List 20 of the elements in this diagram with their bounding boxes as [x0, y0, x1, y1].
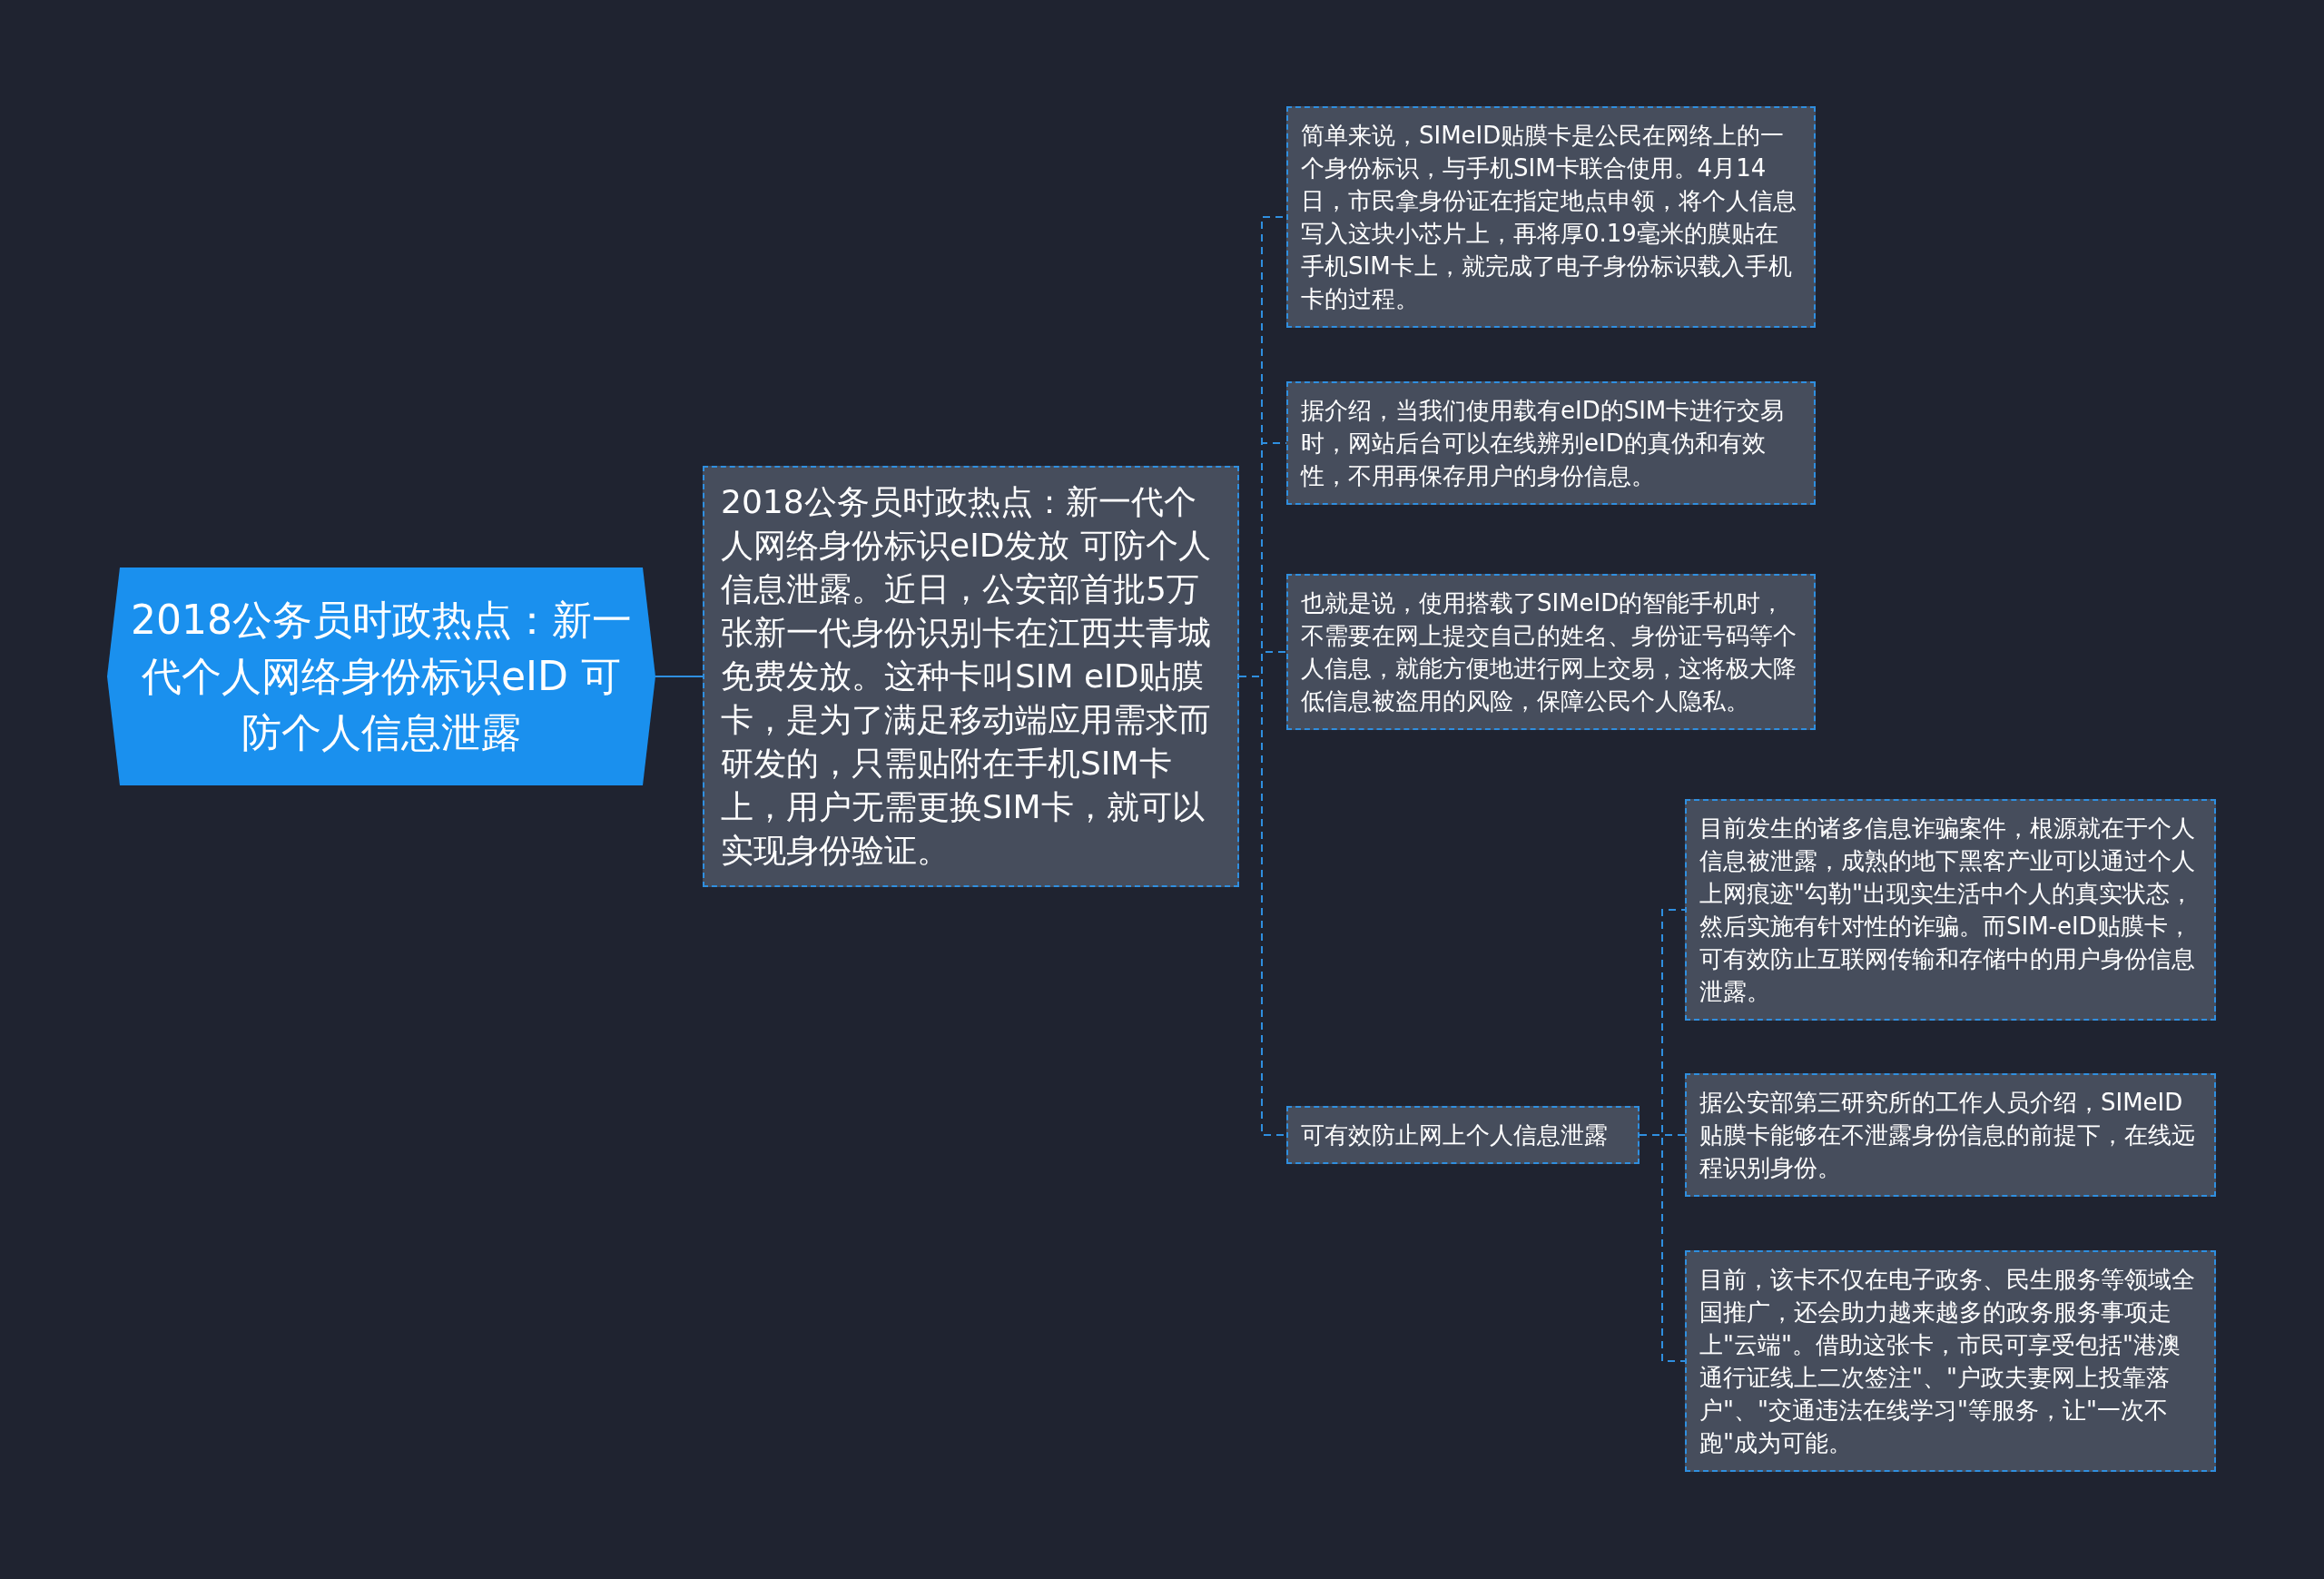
topic-box: [1286, 381, 1816, 505]
connector-line: [1639, 1134, 1686, 1362]
root-topic-box: [107, 567, 655, 785]
topic-box: [1286, 574, 1816, 730]
topic-text: 也就是说，使用搭载了SIMeID的智能手机时，不需要在网上提交自己的姓名、身份证号码等个人信息，就能方便地进行网上交易，这将极大降低信息被盗用的风险，保障公民个人隐私。: [1301, 588, 1797, 716]
topic-box: [1286, 106, 1816, 328]
topic-text: 可有效防止网上个人信息泄露: [1301, 1120, 1609, 1150]
topic-text: 目前发生的诸多信息诈骗案件，根源就在于个人信息被泄露，成熟的地下黑客产业可以通过个人上网痕迹"勾勒"出现实生活中个人的真实状态，然后实施有针对性的诈骗。而SIM-eID贴膜卡，可有效防止互联网传输和存储中的用户身份信息泄露。: [1699, 814, 2196, 1007]
topic-text: 简单来说，SIMeID贴膜卡是公民在网络上的一个身份标识，与手机SIM卡联合使用。4月14日，市民拿身份证在指定地点申领，将个人信息写入这块小芯片上，再将厚0.19毫米的膜贴在手机SIM卡上，就完成了电子身份标识载入手机卡的过程。: [1301, 121, 1797, 314]
connector-line: [655, 676, 704, 677]
topic-box: [1286, 1106, 1640, 1164]
topic-text: 2018公务员时政热点：新一代个人网络身份标识eID发放 可防个人信息泄露。近日，公安部首批5万张新一代身份识别卡在江西共青城免费发放。这种卡叫SIM eID贴膜卡，是为了满足移动端应用需求而研发的，只需贴附在手机SIM卡上，用户无需更换SIM卡，就可以实现身份验证。: [721, 482, 1212, 871]
topic-text: 据公安部第三研究所的工作人员介绍，SIMeID贴膜卡能够在不泄露身份信息的前提下，在线远程识别身份。: [1699, 1088, 2196, 1183]
topic-box: [1685, 1250, 2216, 1472]
topic-text: 目前，该卡不仅在电子政务、民生服务等领域全国推广，还会助力越来越多的政务服务事项走上"云端"。借助这张卡，市民可享受包括"港澳通行证线上二次签注"、"户政夫妻网上投靠落户"、"交通违法在线学习"等服务，让"一次不跑"成为可能。: [1699, 1265, 2196, 1458]
topic-box: [1685, 799, 2216, 1021]
topic-text: 2018公务员时政热点：新一代个人网络身份标识eID 可防个人信息泄露: [130, 596, 633, 757]
topic-text: 据介绍，当我们使用载有eID的SIM卡进行交易时，网站后台可以在线辨别eID的真伪和有效性，不用再保存用户的身份信息。: [1301, 396, 1786, 491]
topic-box: [703, 466, 1239, 887]
topic-box: [1685, 1073, 2216, 1197]
